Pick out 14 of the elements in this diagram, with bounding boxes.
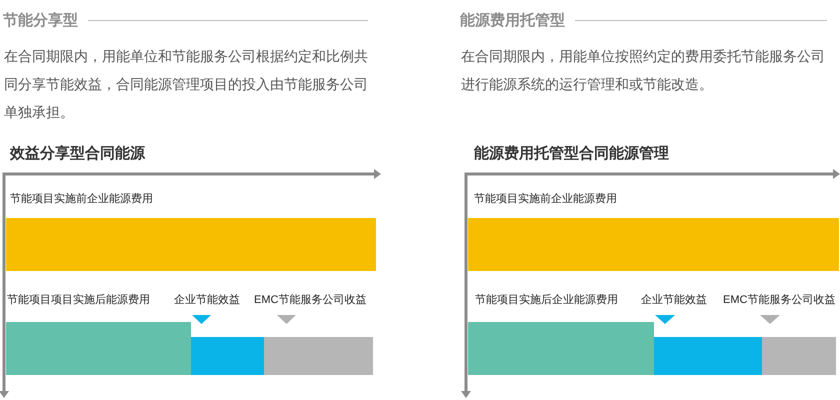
bar-label: 节能项目实施前企业能源费用 [10,192,153,206]
bar-label: 节能项目实施前企业能源费用 [474,192,617,206]
bar-label: EMC节能服务公司收益 [254,293,366,307]
chart-title: 效益分享型合同能源 [10,144,145,164]
section-heading: 能源费用托管型 [460,11,565,31]
chart-title: 能源费用托管型合同能源管理 [474,144,669,164]
bar-label: 节能项目实施后企业能源费用 [475,293,618,307]
description-paragraph: 在合同期限内，用能单位和节能服务公司根据约定和比例共同分享节能效益，合同能源管理项目的投入由节能服务公司单独承担。 [4,47,369,122]
bar-label: EMC节能服务公司收益 [723,293,836,307]
description-paragraph: 在合同期限内，用能单位按照约定的费用委托节能服务公司进行能源系统的运行管理和或节能改造。 [461,47,826,94]
bar-label: 企业节能效益 [174,293,240,307]
section-heading: 节能分享型 [3,11,78,31]
bar-label: 节能项目项目实施后能源费用 [7,293,150,307]
bar-label: 企业节能效益 [641,293,707,307]
